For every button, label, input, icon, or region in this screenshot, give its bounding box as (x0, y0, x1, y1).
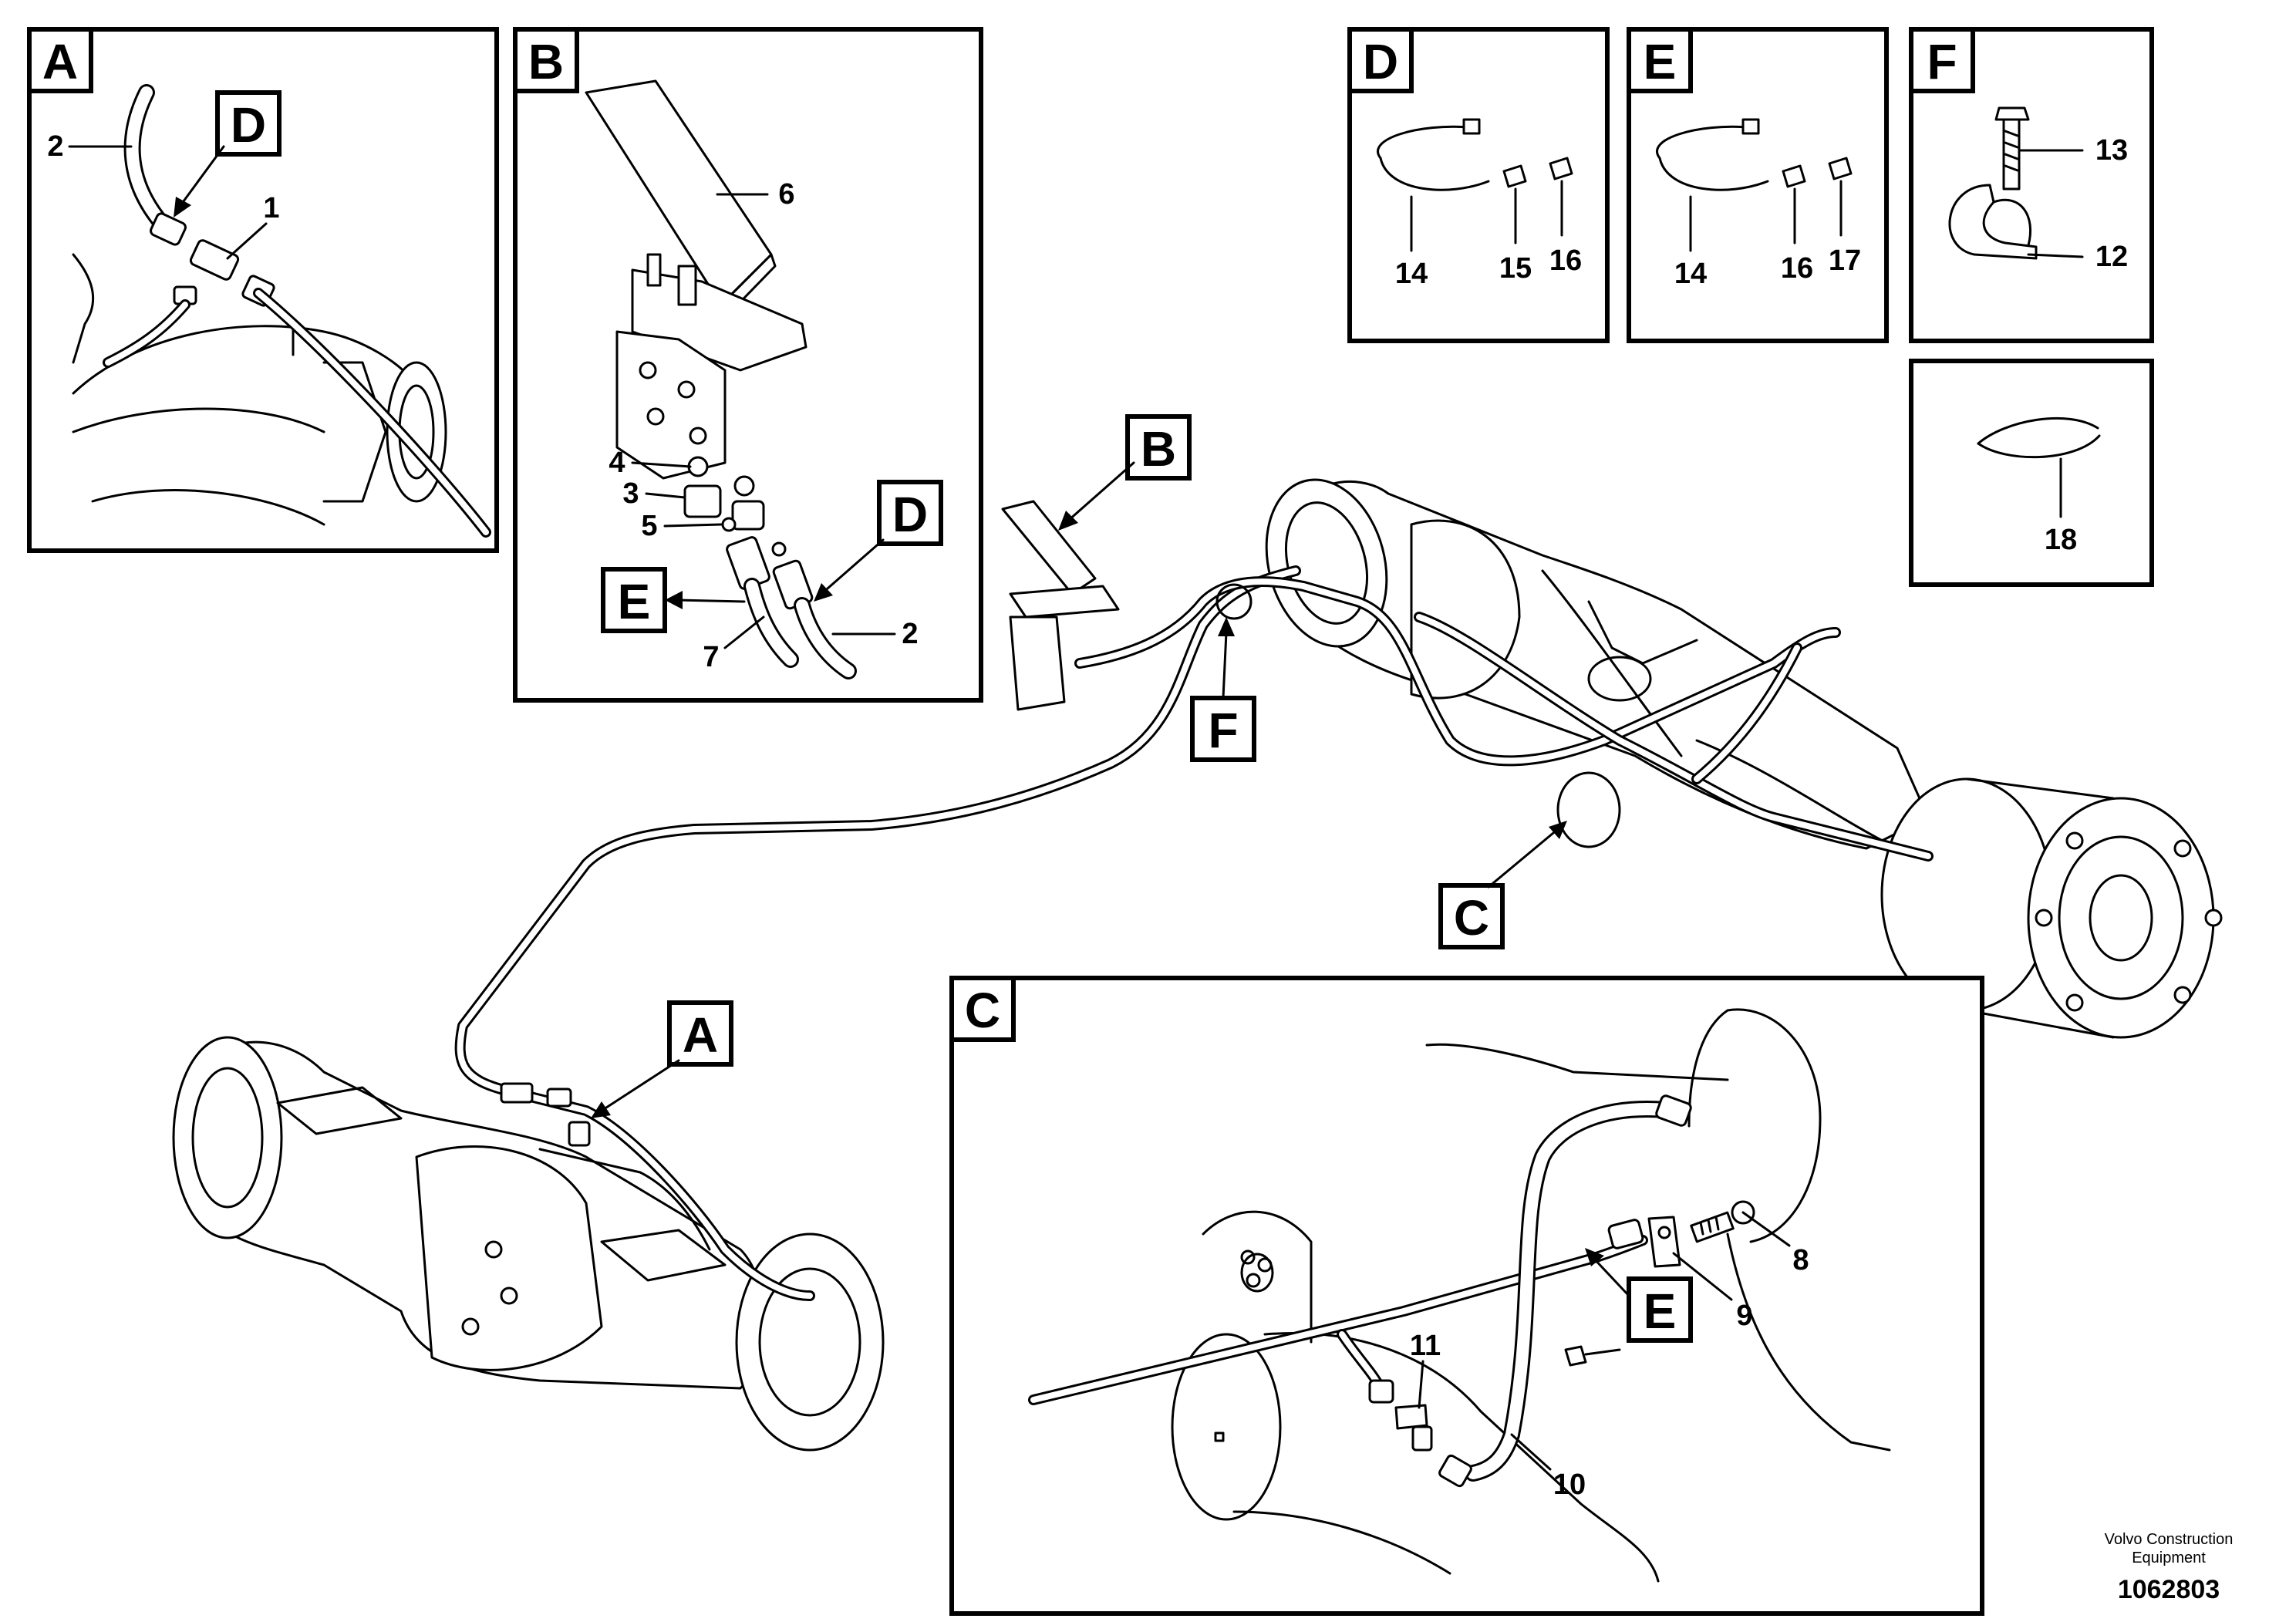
part-number-16-panel-e: 16 (1781, 252, 1813, 285)
part-number-2: 2 (47, 130, 63, 163)
panel-e-label: E (1644, 34, 1677, 89)
part-number-14: 14 (1395, 258, 1428, 290)
part-number-4: 4 (609, 447, 625, 479)
detail-panel-d: D 14 15 16 (1347, 27, 1610, 343)
part-number-10: 10 (1553, 1469, 1586, 1501)
detail-panel-e: E 14 16 17 (1627, 27, 1889, 343)
panel-a-label: A (42, 34, 78, 89)
part-number-11: 11 (1410, 1330, 1441, 1362)
part-number-3: 3 (622, 477, 639, 510)
part-number-9: 9 (1736, 1300, 1752, 1332)
credit-line-2: Equipment (2132, 1549, 2206, 1566)
document-number: 1062803 (2118, 1575, 2220, 1604)
part-number-12: 12 (2095, 241, 2128, 273)
panel-c-callout-e: E (1644, 1283, 1677, 1339)
panel-b-callout-e: E (618, 574, 651, 629)
main-callout-a: A (683, 1007, 718, 1063)
panel-b-callout-d: D (892, 487, 928, 542)
panel-f-label: F (1927, 34, 1957, 89)
detail-panel-a: A D 2 1 (27, 27, 499, 553)
main-callout-c: C (1454, 890, 1489, 946)
part-number-13: 13 (2095, 134, 2128, 167)
detail-panel-c: C 8 (949, 976, 1984, 1616)
part-number-1: 1 (263, 192, 279, 224)
main-callout-f: F (1208, 703, 1238, 758)
detail-panel-b: B 6 4 3 5 E (513, 27, 983, 703)
part-number-2-panel-b: 2 (902, 618, 918, 650)
part-number-5: 5 (641, 510, 657, 542)
panel-a-callout-d: D (231, 97, 266, 153)
detail-panel-f: F 13 12 (1909, 27, 2154, 343)
detail-panel-cable-tie: 18 (1909, 359, 2154, 587)
part-number-7: 7 (703, 641, 719, 673)
part-number-18: 18 (2045, 524, 2077, 556)
front-axle (172, 1036, 885, 1452)
credit-line-1: Volvo Construction (2105, 1531, 2234, 1548)
part-number-17: 17 (1829, 244, 1861, 277)
part-number-14-panel-e: 14 (1674, 258, 1707, 290)
part-number-15: 15 (1499, 252, 1532, 285)
part-number-16: 16 (1549, 244, 1582, 277)
panel-d-label: D (1363, 34, 1398, 89)
publisher-credit: Volvo Construction Equipment 1062803 (2105, 1531, 2234, 1604)
panel-c-label: C (965, 983, 1000, 1038)
part-number-6: 6 (778, 178, 794, 211)
panel-b-label: B (528, 34, 564, 89)
main-callout-b: B (1141, 421, 1176, 477)
part-number-8: 8 (1792, 1244, 1809, 1276)
